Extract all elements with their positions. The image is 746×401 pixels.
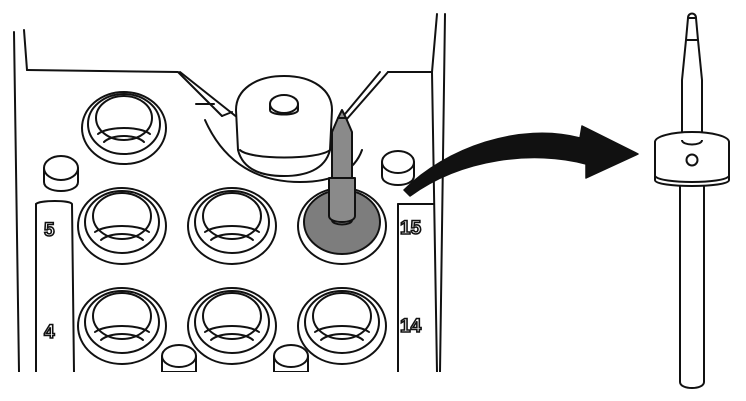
well <box>297 287 387 365</box>
well <box>187 287 277 365</box>
peg <box>273 344 309 372</box>
well <box>187 187 277 265</box>
label-rail-right <box>397 203 435 372</box>
well <box>77 287 167 365</box>
position-label-5: 5 <box>44 220 55 241</box>
bit-with-collar-icon <box>654 12 730 389</box>
tray-labels: 5 4 15 14 <box>43 217 422 344</box>
position-label-15: 15 <box>400 218 422 239</box>
peg <box>161 344 197 372</box>
curved-arrow-icon <box>403 125 639 197</box>
well-row-bottom <box>77 287 387 365</box>
well-row-top <box>81 91 167 165</box>
dome-holder <box>235 75 333 177</box>
bit-in-tray <box>328 109 356 226</box>
label-rail-left <box>35 200 75 372</box>
tray-pegs <box>43 150 415 372</box>
peg <box>381 150 415 186</box>
position-label-4: 4 <box>44 322 55 343</box>
well <box>77 187 167 265</box>
tray-frame <box>13 13 446 372</box>
position-label-14: 14 <box>400 316 422 337</box>
peg <box>43 155 79 192</box>
well <box>81 91 167 165</box>
